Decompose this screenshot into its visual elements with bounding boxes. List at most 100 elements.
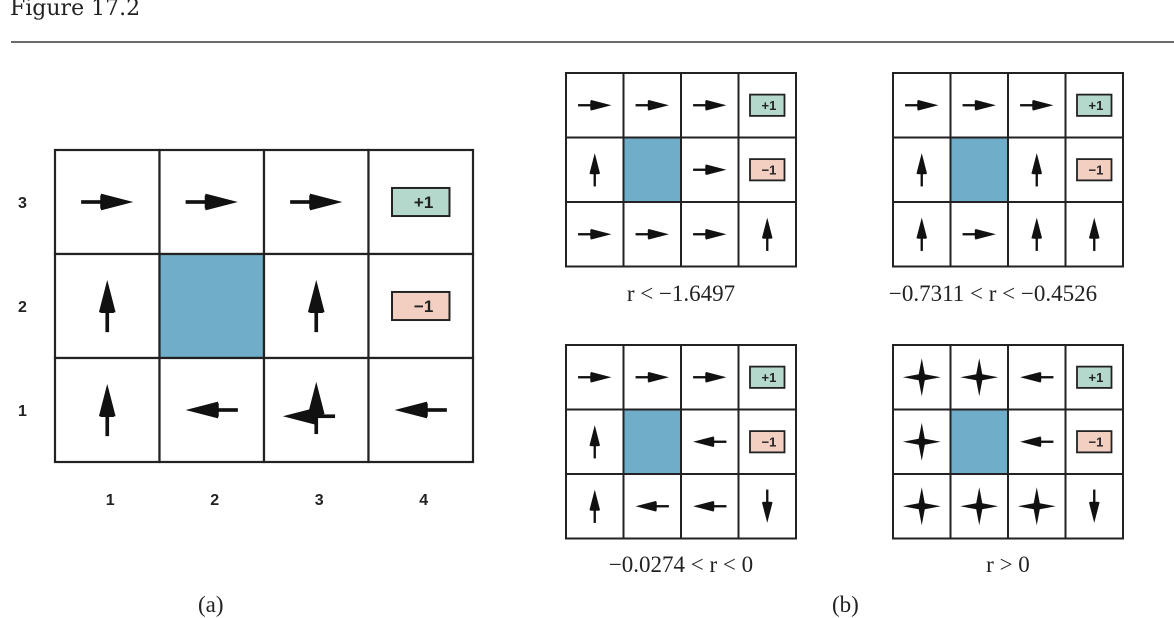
- cell-r3-c3: [1007, 344, 1067, 411]
- arrow-right-icon: [693, 164, 727, 176]
- negative-terminal-badge: [1076, 158, 1113, 182]
- cell-r2-c2: [622, 408, 682, 475]
- reward-range-caption: r < −1.6497: [627, 281, 735, 306]
- arrow-right-icon: [1020, 99, 1054, 111]
- negative-terminal-badge: [749, 158, 786, 182]
- arrow-left-icon: [635, 500, 669, 512]
- row-label: 1: [18, 403, 27, 420]
- negative-terminal-badge: [749, 430, 786, 454]
- cell-r1-c1: [892, 201, 952, 268]
- arrow-right-icon: [905, 99, 939, 111]
- cell-r2-c4: −1: [737, 408, 797, 475]
- cell-r3-c4: +1: [737, 344, 797, 411]
- cell-r1-c2: [158, 356, 266, 464]
- cell-r1-c3: [262, 356, 370, 464]
- cell-r2-c4: −1: [737, 136, 797, 203]
- arrow-up-icon: [307, 381, 325, 435]
- reward-range-caption: r > 0: [986, 552, 1030, 577]
- arrow-right-icon: [81, 193, 134, 211]
- cell-r3-c4: +1: [737, 72, 797, 139]
- negative-terminal-badge: [391, 290, 451, 322]
- negative-reward-label: −1: [414, 297, 433, 316]
- any-direction-star-icon: [902, 422, 941, 461]
- cell-r3-c2: [949, 344, 1009, 411]
- cell-r3-c1: [53, 148, 161, 256]
- arrow-right-icon: [185, 193, 238, 211]
- arrow-up-icon: [589, 425, 601, 459]
- cell-r1-c1: [565, 473, 625, 540]
- figure-title: Figure 17.2: [10, 0, 141, 21]
- arrow-left-icon: [693, 436, 727, 448]
- cell-r2-c1: [565, 136, 625, 203]
- cell-r1-c4: [367, 356, 475, 464]
- reward-range-caption: −0.7311 < r < −0.4526: [889, 281, 1097, 306]
- arrow-up-icon: [98, 383, 116, 437]
- cell-r3-c2: [949, 72, 1009, 139]
- cell-r2-c3: [1007, 408, 1067, 475]
- negative-terminal-badge: [1076, 430, 1113, 454]
- positive-reward-label: +1: [1089, 370, 1104, 385]
- cell-r3-c3: [680, 72, 740, 139]
- panel-b: +1−1r < −1.6497+1−1−0.7311 < r < −0.4526…: [565, 72, 1124, 577]
- cell-r2-c2: [622, 136, 682, 203]
- cell-r1-c1: [53, 356, 161, 464]
- obstacle-cell: [622, 136, 682, 203]
- cell-r2-c1: [892, 408, 952, 475]
- arrow-left-icon: [1020, 371, 1054, 383]
- arrow-right-icon: [578, 99, 612, 111]
- cell-r2-c3: [680, 408, 740, 475]
- arrow-up-icon: [589, 153, 601, 187]
- positive-terminal-badge: [1076, 365, 1113, 389]
- arrow-right-icon: [962, 228, 996, 240]
- cell-r2-c4: −1: [367, 252, 475, 360]
- arrow-left-icon: [394, 401, 447, 419]
- any-direction-star-icon: [902, 487, 941, 526]
- arrow-right-icon: [962, 99, 996, 111]
- title-divider: [11, 41, 1174, 43]
- cell-r3-c3: [262, 148, 370, 256]
- reward-range-caption: −0.0274 < r < 0: [609, 552, 753, 577]
- cell-r1-c4: [1064, 473, 1124, 540]
- cell-r1-c4: [1064, 201, 1124, 268]
- cell-r2-c3: [680, 136, 740, 203]
- cell-r2-c1: [892, 136, 952, 203]
- cell-r2-c2: [949, 136, 1009, 203]
- cell-r2-c4: −1: [1064, 408, 1124, 475]
- arrow-down-icon: [1088, 489, 1100, 523]
- cell-r1-c2: [622, 201, 682, 268]
- cell-r3-c2: [622, 344, 682, 411]
- obstacle-cell: [949, 408, 1009, 475]
- obstacle-cell: [622, 408, 682, 475]
- obstacle-cell: [949, 136, 1009, 203]
- panel-b-label: (b): [832, 592, 859, 617]
- cell-r3-c4: +1: [1064, 72, 1124, 139]
- positive-reward-label: +1: [762, 370, 777, 385]
- arrow-right-icon: [290, 193, 343, 211]
- cell-r2-c2: [949, 408, 1009, 475]
- cell-r1-c4: [737, 473, 797, 540]
- negative-reward-label: −1: [762, 434, 777, 449]
- cell-r2-c4: −1: [1064, 136, 1124, 203]
- any-direction-star-icon: [960, 358, 999, 397]
- any-direction-star-icon: [1017, 487, 1056, 526]
- cell-r3-c2: [622, 72, 682, 139]
- arrow-up-icon: [1088, 217, 1100, 251]
- arrow-up-icon: [307, 279, 325, 333]
- cell-r3-c1: [892, 344, 952, 411]
- grid-cell: [737, 136, 797, 203]
- arrow-right-icon: [693, 371, 727, 383]
- cell-r2-c1: [53, 252, 161, 360]
- arrow-up-icon: [1031, 153, 1043, 187]
- arrow-up-icon: [916, 217, 928, 251]
- cell-r3-c1: [565, 72, 625, 139]
- cell-r1-c3: [680, 201, 740, 268]
- cell-r1-c2: [949, 473, 1009, 540]
- any-direction-star-icon: [960, 487, 999, 526]
- arrow-right-icon: [693, 99, 727, 111]
- arrow-up-icon: [589, 489, 601, 523]
- policy-grid-4: +1 −1 r > 0: [892, 344, 1124, 577]
- cell-r1-c3: [1007, 201, 1067, 268]
- arrow-right-icon: [635, 228, 669, 240]
- column-label: 4: [419, 492, 428, 509]
